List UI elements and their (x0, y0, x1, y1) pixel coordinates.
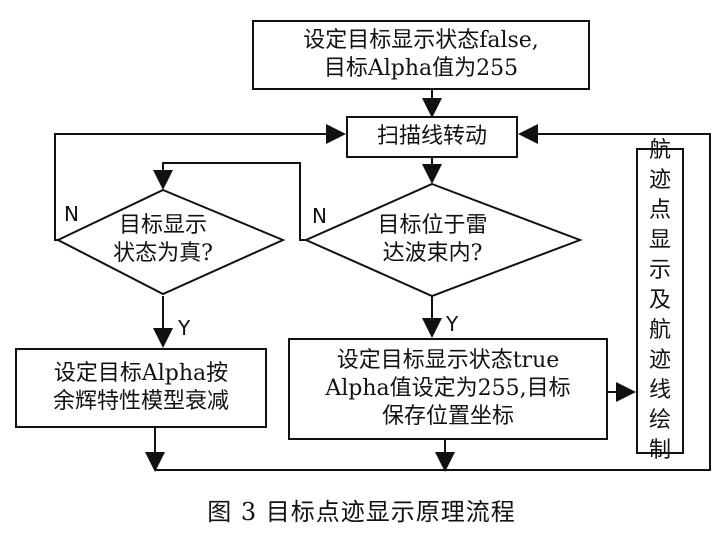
decision-beam-diamond (303, 182, 583, 298)
decision-display-text: 目标显示 状态为真? (113, 213, 213, 266)
track-draw-box: 航迹点显示及航迹线绘制 (636, 138, 684, 463)
set-false-box: 设定目标显示状态false, 目标Alpha值为255 (252, 20, 590, 90)
scan-text: 扫描线转动 (376, 124, 487, 149)
set-true-box: 设定目标显示状态true Alpha值设定为255,目标 保存位置坐标 (288, 338, 608, 440)
set-true-text: 设定目标显示状态true Alpha值设定为255,目标 保存位置坐标 (325, 348, 571, 429)
decision-beam-text: 目标位于雷 达波束内? (377, 213, 488, 266)
scan-box: 扫描线转动 (346, 116, 518, 158)
label-y-mid: Y (446, 312, 459, 336)
label-n-mid: N (312, 204, 327, 228)
label-y-left: Y (178, 316, 191, 340)
figure-caption: 图 3 目标点迹显示原理流程 (207, 498, 516, 526)
edge-beam-n (153, 162, 306, 241)
set-alpha-decay-box: 设定目标Alpha按 余辉特性模型衰减 (15, 348, 267, 428)
edge-bottom-loop (155, 124, 711, 471)
set-alpha-decay-text: 设定目标Alpha按 余辉特性模型衰减 (52, 361, 229, 414)
track-draw-text: 航迹点显示及航迹线绘制 (648, 138, 671, 463)
decision-display-diamond (55, 188, 286, 296)
label-n-left: N (64, 202, 79, 226)
set-false-text: 设定目标显示状态false, 目标Alpha值为255 (303, 28, 539, 81)
